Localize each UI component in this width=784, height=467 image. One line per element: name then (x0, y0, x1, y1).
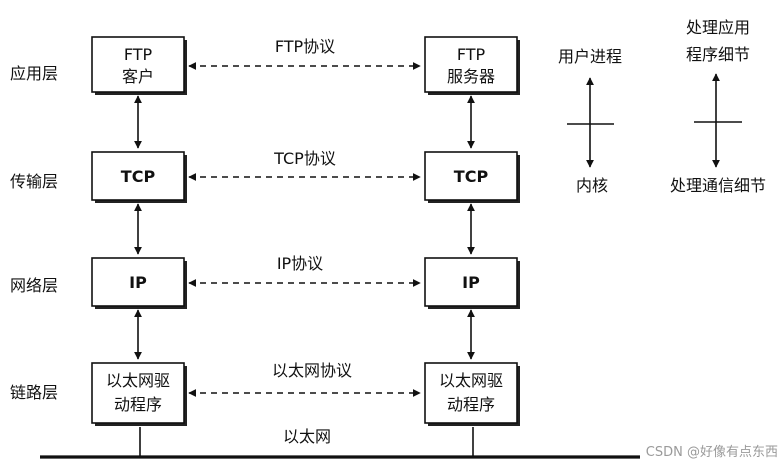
server-ftp-box: FTP 服务器 (424, 36, 520, 95)
server-tcp-box: TCP (424, 151, 520, 203)
tcp-protocol-link: TCP协议 (188, 149, 421, 181)
server-tcp-label: TCP (454, 167, 489, 186)
client-ip-box: IP (91, 257, 187, 309)
ftp-protocol-link: FTP协议 (188, 37, 421, 70)
ethernet-protocol-label: 以太网协议 (272, 361, 352, 380)
ethernet-protocol-link: 以太网协议 (188, 361, 421, 397)
client-eth-label: 以太网驱 (106, 371, 170, 390)
server-ip-label: IP (462, 273, 480, 292)
ip-protocol-label: IP协议 (277, 254, 323, 273)
server-stack: FTP 服务器 TCP IP 以太网驱 动程序 (424, 36, 520, 456)
tcp-protocol-label: TCP协议 (273, 149, 336, 168)
client-ethernet-driver-box: 以太网驱 动程序 (91, 362, 187, 426)
layer-label-application: 应用层 (10, 64, 58, 83)
client-ftp-sublabel: 客户 (122, 67, 154, 86)
server-ethernet-driver-box: 以太网驱 动程序 (424, 362, 520, 426)
client-stack: FTP 客户 TCP IP 以太网驱 动程序 (91, 36, 187, 456)
client-ip-label: IP (129, 273, 147, 292)
ftp-protocol-label: FTP协议 (275, 37, 335, 56)
server-ftp-sublabel: 服务器 (447, 67, 495, 86)
client-tcp-box: TCP (91, 151, 187, 203)
layer-label-network: 网络层 (10, 276, 58, 295)
server-ip-box: IP (424, 257, 520, 309)
ip-protocol-link: IP协议 (188, 254, 421, 287)
legend-user-kernel: 用户进程 内核 (558, 47, 622, 195)
legend-app-comm: 处理应用 程序细节 处理通信细节 (670, 18, 766, 195)
layer-label-link: 链路层 (10, 383, 58, 402)
legend-app-details-sublabel: 程序细节 (686, 45, 750, 64)
server-eth-sublabel: 动程序 (447, 395, 495, 414)
csdn-watermark: CSDN @好像有点东西 (646, 445, 778, 460)
client-ftp-box: FTP 客户 (91, 36, 187, 95)
client-ftp-label: FTP (124, 45, 153, 64)
legend-kernel-label: 内核 (576, 176, 608, 195)
legend-comm-details-label: 处理通信细节 (670, 176, 766, 195)
server-ftp-label: FTP (457, 45, 486, 64)
ethernet-network-label: 以太网 (283, 427, 331, 446)
client-tcp-label: TCP (121, 167, 156, 186)
legend-app-details-label: 处理应用 (686, 18, 750, 37)
layer-label-transport: 传输层 (10, 172, 58, 191)
client-eth-sublabel: 动程序 (114, 395, 162, 414)
legend-user-process-label: 用户进程 (558, 47, 622, 66)
server-eth-label: 以太网驱 (439, 371, 503, 390)
